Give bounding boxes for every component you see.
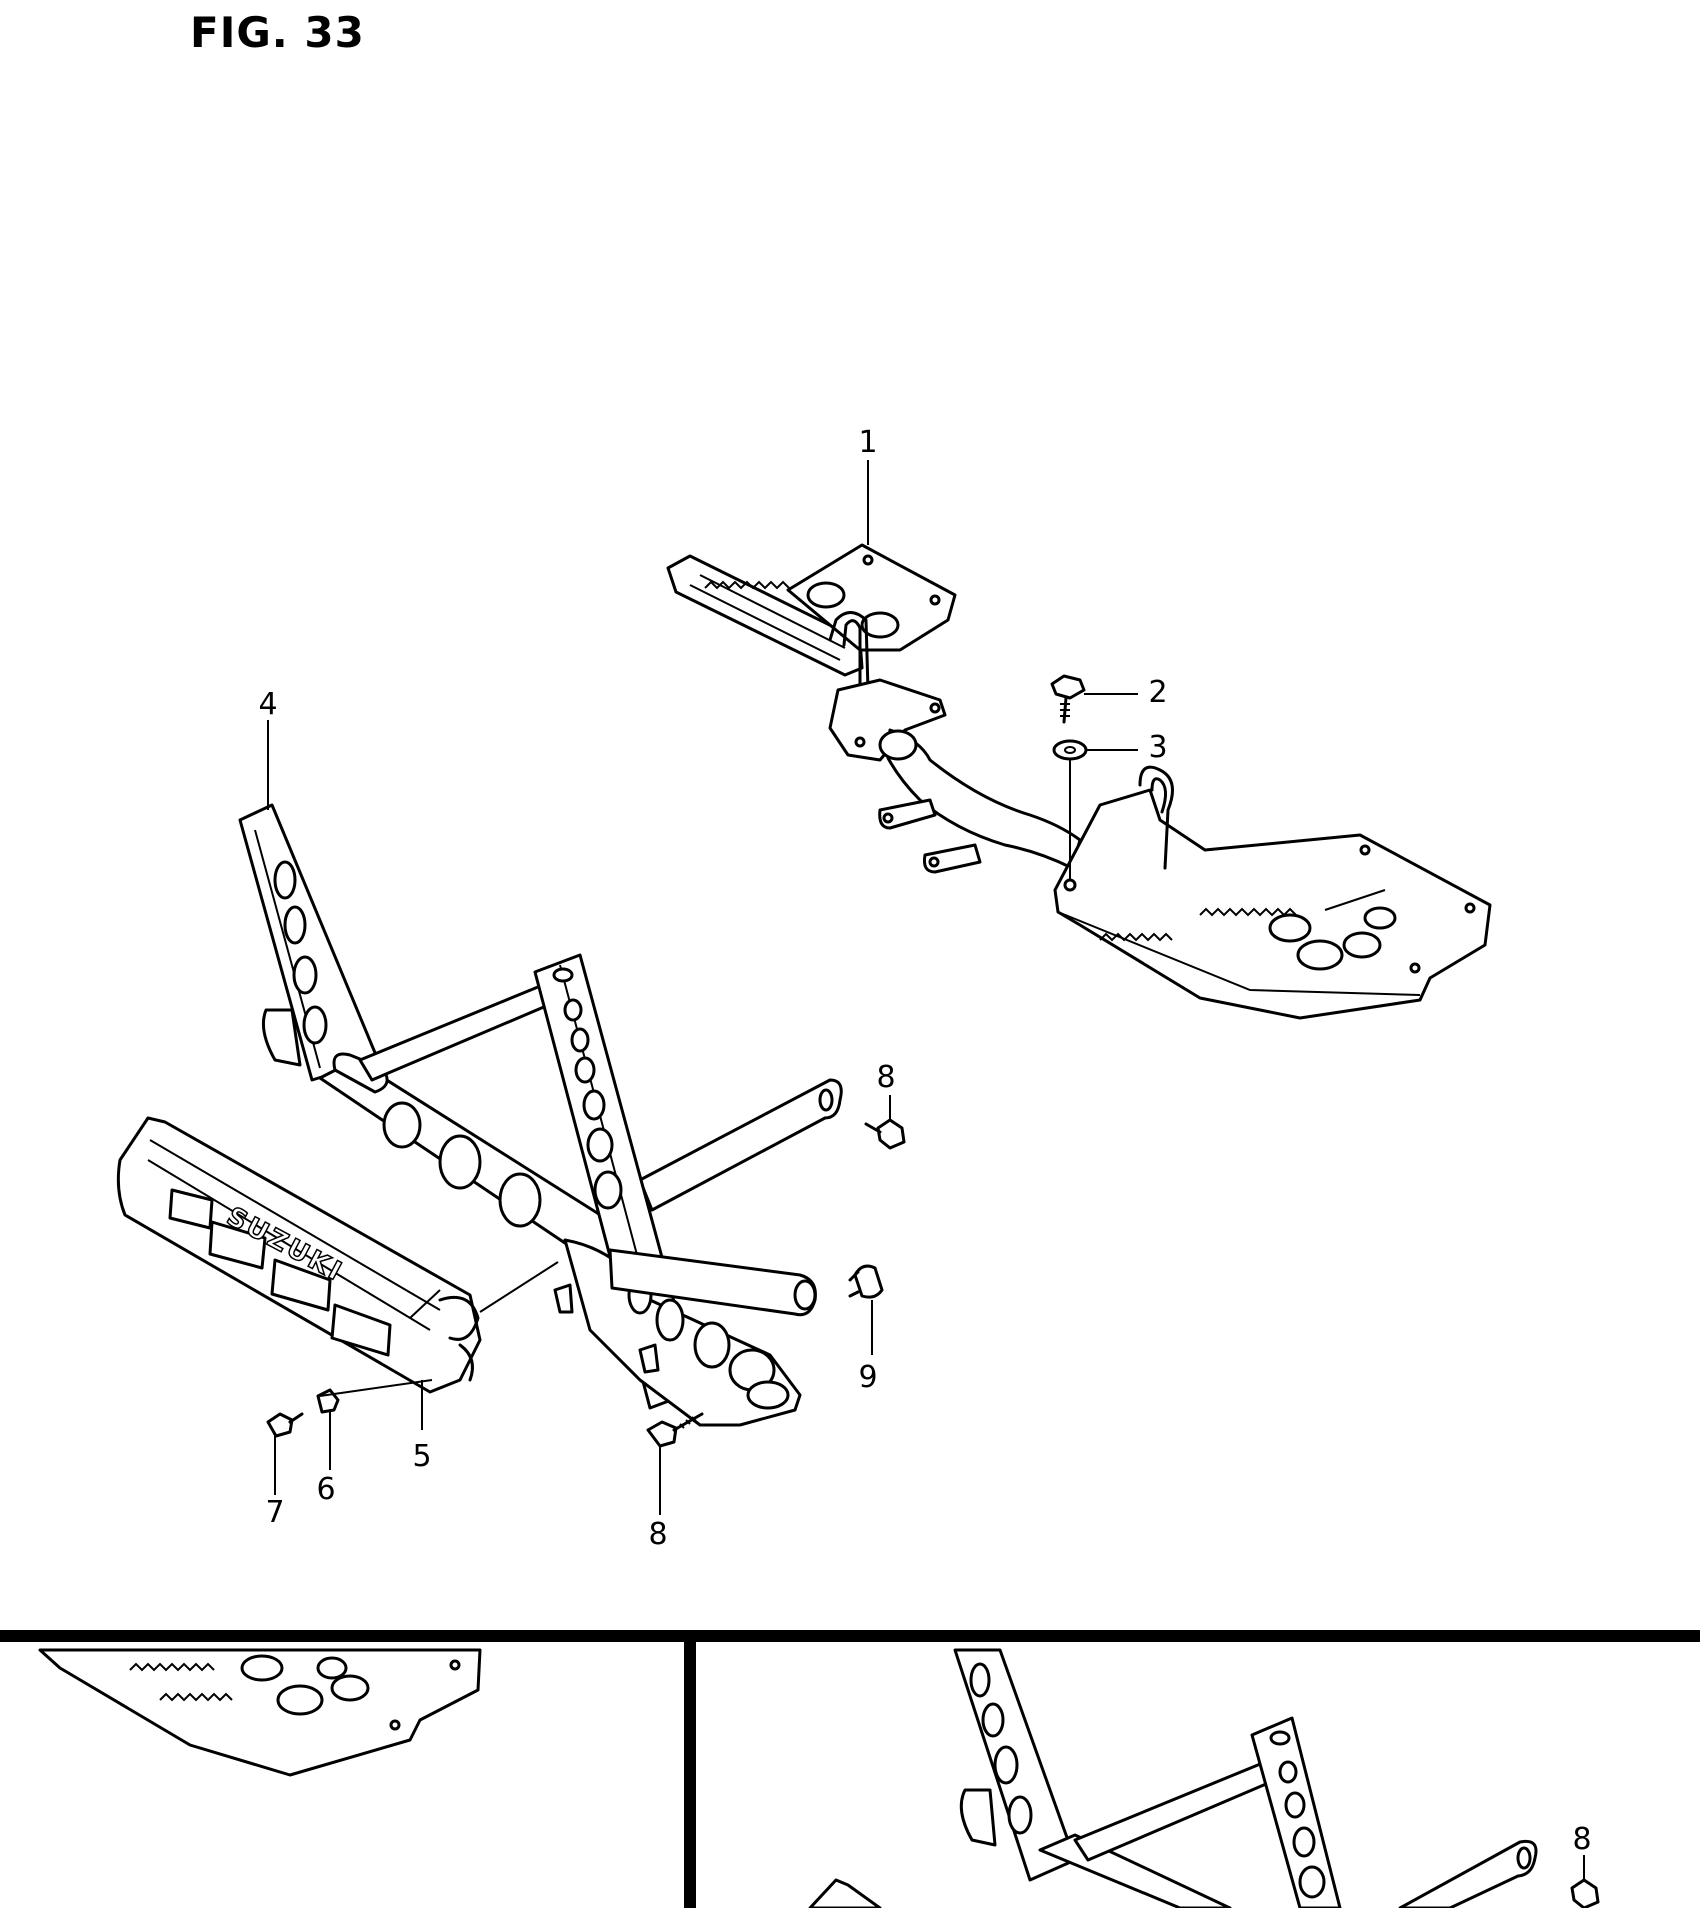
callout-1: 1: [858, 425, 878, 460]
thumbnail-left-footrest: [38, 1648, 482, 1777]
callout-8-lower: 8: [648, 1517, 668, 1552]
thumbnail-divider-vertical: [684, 1642, 696, 1908]
step-guard-part-5: [116, 1116, 482, 1394]
callout-6: 6: [316, 1472, 336, 1507]
callout-7: 7: [265, 1495, 285, 1530]
callout-3: 3: [1148, 730, 1168, 765]
callout-9: 9: [858, 1360, 878, 1395]
callout-5: 5: [412, 1439, 432, 1474]
washer-part-3: [1052, 739, 1088, 761]
bolt-part-7: [266, 1412, 304, 1438]
thumbnail-right-frame: [808, 1648, 1600, 1908]
leader-lines: [267, 460, 1138, 1515]
bolt-part-8-upper: [864, 1118, 906, 1150]
cap-part-9: [848, 1264, 884, 1299]
thumbnail-divider-horizontal: [0, 1630, 1700, 1642]
callout-2: 2: [1148, 675, 1168, 710]
bolt-part-2: [1050, 674, 1086, 724]
callout-8-thumbnail: 8: [1572, 1822, 1592, 1857]
bolt-part-8-lower: [646, 1412, 704, 1448]
callout-4: 4: [258, 687, 278, 722]
frame-crossbar-part-4: [238, 803, 843, 1427]
figure-title: FIG. 33: [190, 8, 365, 57]
callout-8-upper: 8: [876, 1060, 896, 1095]
footrest-bracket-assembly: [666, 543, 1492, 1020]
